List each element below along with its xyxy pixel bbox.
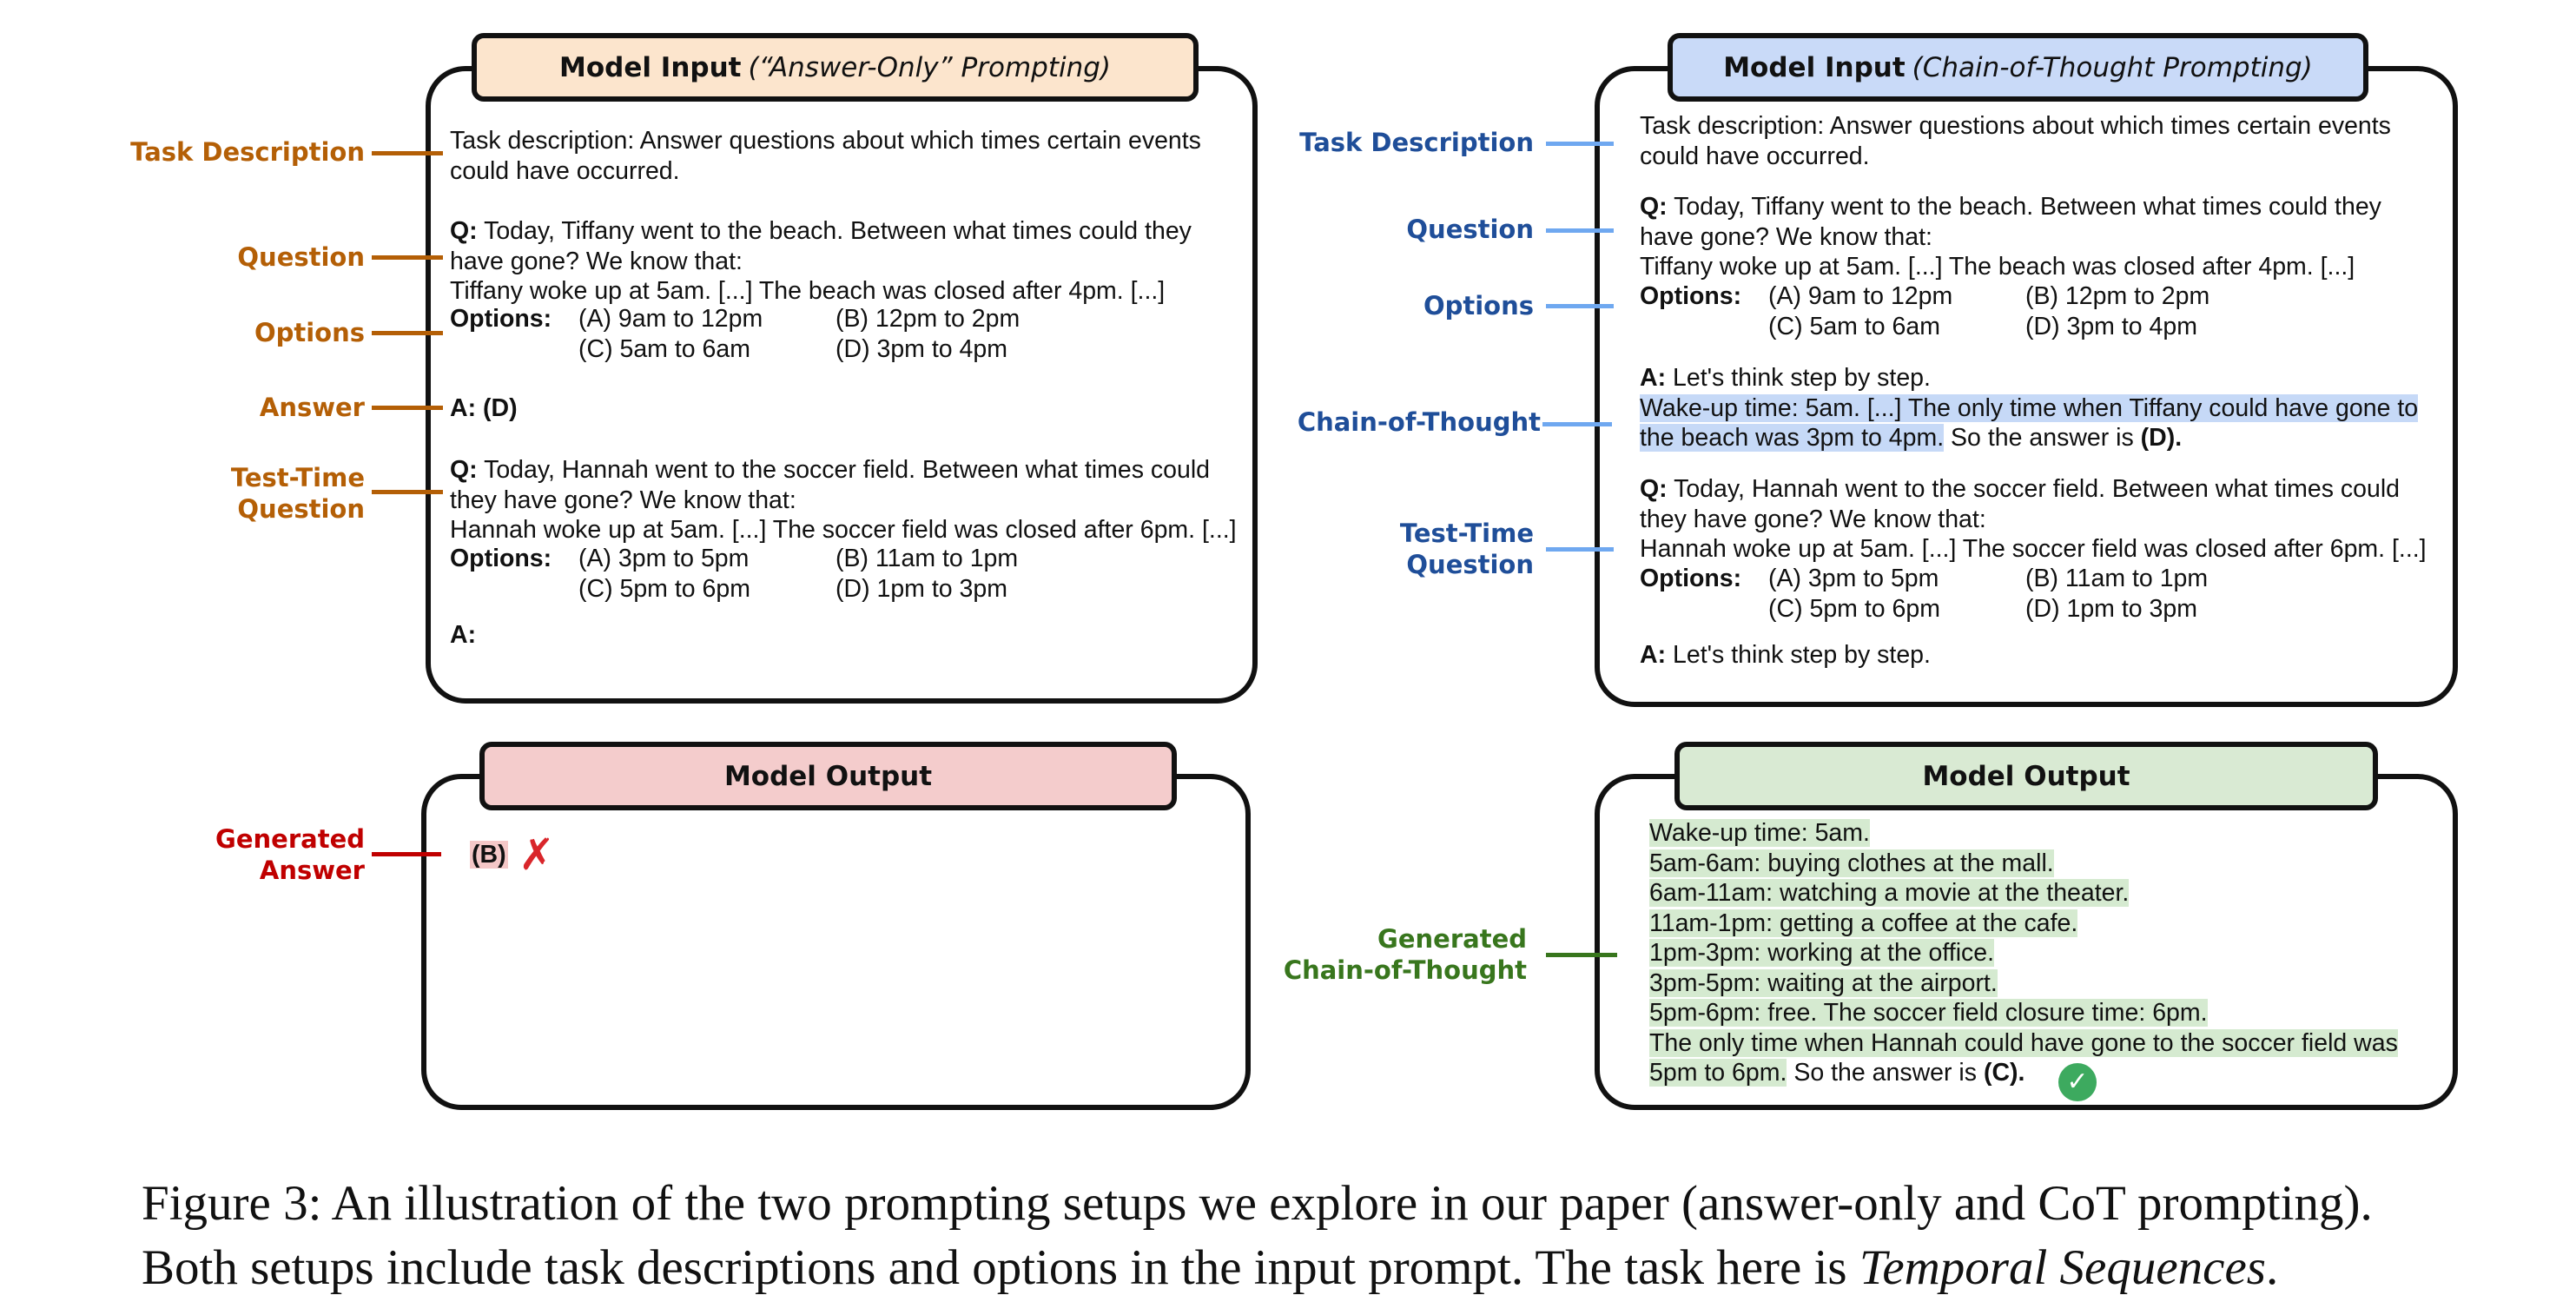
right-test-options: Options: (A) 3pm to 5pm (B) 11am to 1pm … (1640, 565, 2209, 623)
left-question: Q: Today, Tiffany went to the beach. Bet… (450, 217, 1192, 305)
right-task-description: Task description: Answer questions about… (1640, 112, 2391, 170)
left-input-panel (426, 66, 1258, 704)
left-input-header-title: Model Input (559, 51, 742, 83)
label-task-description-right: Task Description (1299, 128, 1534, 157)
label-options-left: Options (254, 318, 365, 347)
right-input-header: Model Input (Chain-of-Thought Prompting) (1668, 33, 2368, 102)
label-generated-answer: Generated Answer (215, 824, 365, 885)
connector-options-left (372, 331, 443, 335)
right-chain-of-thought-exemplar: A: Let's think step by step. Wake-up tim… (1640, 364, 2419, 452)
figure-caption: Figure 3: An illustration of the two pro… (142, 1176, 2373, 1295)
label-test-question-left: Test-Time Question (230, 463, 365, 524)
left-final-answer-prompt: A: (450, 621, 477, 649)
left-output-panel (421, 774, 1251, 1110)
right-final-answer-prompt: A: Let's think step by step. (1640, 641, 1931, 669)
label-question-left: Question (237, 242, 365, 272)
connector-task-left (372, 151, 443, 155)
label-chain-of-thought-right: Chain-of-Thought (1297, 407, 1541, 437)
connector-chain-of-thought-right (1542, 422, 1612, 426)
label-question-right: Question (1406, 215, 1534, 244)
right-output-header: Model Output (1674, 742, 2378, 810)
right-input-panel (1595, 66, 2458, 707)
connector-task-right (1546, 142, 1614, 146)
connector-test-question-left (372, 490, 443, 494)
connector-question-left (372, 255, 443, 260)
check-mark: ✓ (2066, 1067, 2089, 1097)
left-output-header: Model Output (479, 742, 1177, 810)
left-task-description: Task description: Answer questions about… (450, 127, 1201, 185)
label-generated-chain-of-thought: Generated Chain-of-Thought (1283, 924, 1527, 985)
right-question: Q: Today, Tiffany went to the beach. Bet… (1640, 193, 2381, 281)
connector-test-question-right (1546, 547, 1614, 552)
connector-options-right (1546, 304, 1614, 308)
left-generated-answer: (B) (470, 841, 508, 869)
left-options: Options: (A) 9am to 12pm (B) 12pm to 2pm… (450, 305, 1020, 363)
connector-question-right (1546, 228, 1614, 233)
label-test-question-right: Test-Time Question (1399, 519, 1534, 579)
connector-generated-answer (372, 852, 441, 856)
wrong-x-icon: ✗ (519, 829, 555, 880)
right-input-header-subtitle: (Chain-of-Thought Prompting) (1912, 51, 2313, 83)
check-circle-icon: ✓ (2058, 1063, 2097, 1101)
left-test-options: Options: (A) 3pm to 5pm (B) 11am to 1pm … (450, 545, 1019, 603)
connector-generated-chain-of-thought (1546, 953, 1617, 957)
label-answer-left: Answer (259, 393, 365, 422)
left-input-header-subtitle: (“Answer-Only” Prompting) (748, 51, 1111, 83)
left-test-question: Q: Today, Hannah went to the soccer fiel… (450, 456, 1237, 544)
connector-answer-left (372, 406, 443, 410)
label-task-description-left: Task Description (130, 137, 365, 167)
right-generated-chain-of-thought: Wake-up time: 5am. 5am-6am: buying cloth… (1649, 819, 2398, 1087)
left-input-header: Model Input (“Answer-Only” Prompting) (472, 33, 1199, 102)
right-test-question: Q: Today, Hannah went to the soccer fiel… (1640, 475, 2427, 563)
label-options-right: Options (1423, 291, 1534, 320)
right-input-header-title: Model Input (1723, 51, 1906, 83)
left-answer: A: (D) (450, 394, 518, 422)
right-options: Options: (A) 9am to 12pm (B) 12pm to 2pm… (1640, 282, 2210, 340)
